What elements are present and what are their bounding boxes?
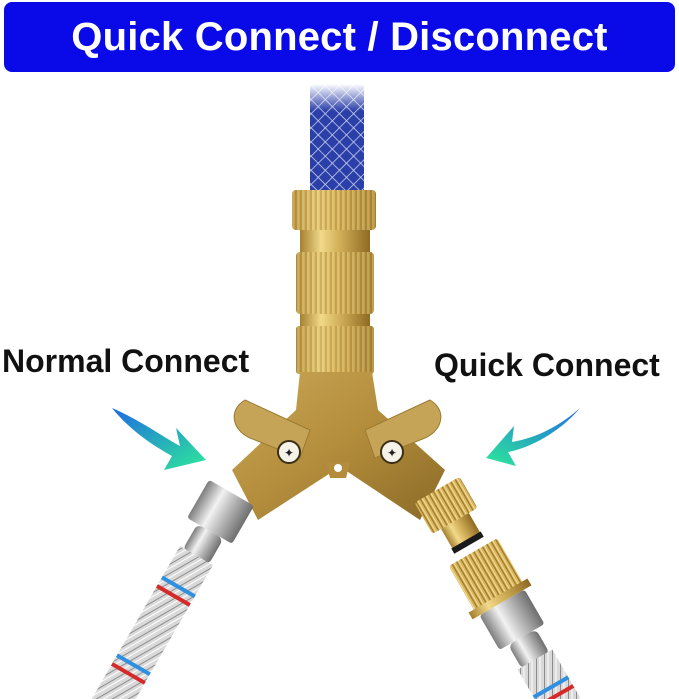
title-banner: Quick Connect / Disconnect <box>4 2 675 72</box>
screw-icon: ✦ <box>387 446 397 460</box>
screw-icon: ✦ <box>284 446 294 460</box>
banner-title: Quick Connect / Disconnect <box>71 14 608 59</box>
o-ring <box>451 531 484 554</box>
left-braided-hose <box>49 480 253 699</box>
quick-connect-label: Quick Connect <box>434 347 660 383</box>
curved-arrow-down-right-icon <box>112 408 206 470</box>
quick-connector-top <box>292 190 376 374</box>
normal-connect-label: Normal Connect <box>2 343 250 379</box>
blue-mesh-hose <box>310 84 364 192</box>
curved-arrow-down-left-icon <box>486 408 580 466</box>
right-quick-connector <box>415 477 623 699</box>
brass-y-valve: ✦ ✦ <box>232 372 445 520</box>
